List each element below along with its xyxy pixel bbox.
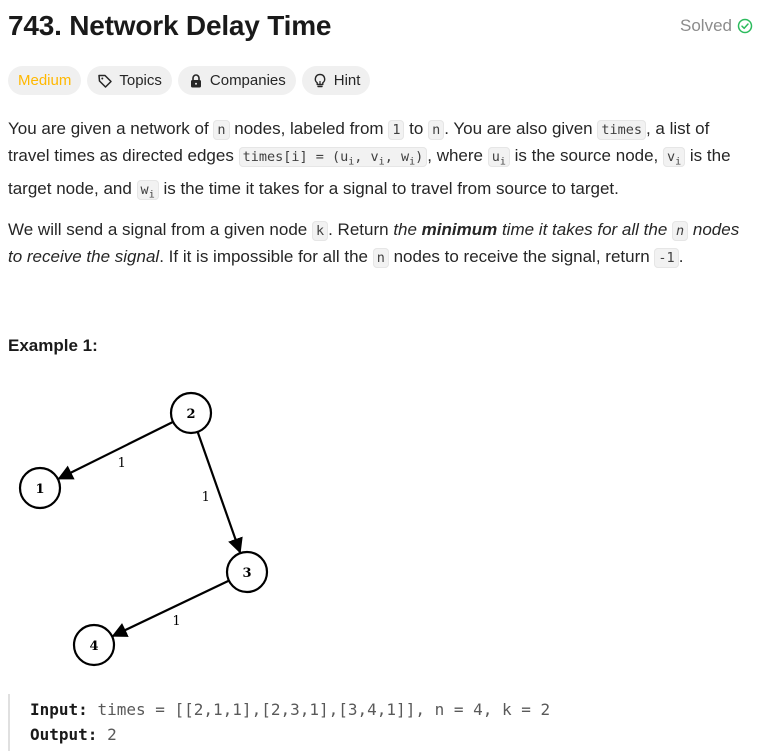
edge-weight-label: 1 — [202, 490, 210, 505]
hint-button[interactable]: Hint — [301, 66, 371, 95]
lock-icon — [190, 73, 201, 87]
example-input: Input: times = [[2,1,1],[2,3,1],[3,4,1]]… — [30, 700, 551, 719]
companies-button[interactable]: Companies — [177, 66, 296, 95]
inline-code: n — [428, 120, 445, 140]
inline-code: 1 — [388, 120, 405, 140]
difficulty-label: Medium — [18, 72, 72, 89]
lightbulb-icon — [314, 73, 326, 87]
tag-icon — [98, 74, 113, 88]
companies-label: Companies — [209, 72, 286, 89]
problem-description: You are given a network of n nodes, labe… — [8, 116, 753, 280]
node-label: 3 — [242, 566, 251, 581]
example-graph: 1 1 1 1 2 3 4 — [18, 391, 269, 667]
node-label: 2 — [186, 407, 195, 422]
node-label: 4 — [89, 639, 98, 654]
example-title: Example 1: — [8, 336, 98, 355]
edge-weight-label: 1 — [172, 614, 180, 629]
difficulty-badge[interactable]: Medium — [8, 66, 82, 95]
example-output: Output: 2 — [30, 725, 117, 744]
title-row: 743. Network Delay Time Solved — [8, 8, 753, 48]
check-circle-icon — [737, 18, 753, 34]
graph-node — [225, 550, 269, 594]
problem-title: 743. Network Delay Time — [8, 10, 332, 41]
inline-code: -1 — [654, 248, 679, 269]
edge-weight-label: 1 — [118, 456, 126, 471]
inline-code: k — [311, 221, 329, 242]
solved-status: Solved — [680, 16, 753, 36]
hint-label: Hint — [333, 72, 361, 89]
graph-edge — [196, 431, 243, 554]
topics-button[interactable]: Topics — [87, 66, 172, 95]
inline-code: times[i] = (ui, vi, wi) — [238, 147, 428, 168]
tag-row: Medium Topics Companies Hint — [8, 66, 371, 95]
inline-code: n — [672, 221, 689, 242]
inline-code: vi — [663, 147, 686, 168]
inline-code: n — [372, 248, 389, 269]
graph-node — [18, 466, 62, 510]
description-paragraph-1: You are given a network of n nodes, labe… — [8, 119, 731, 201]
graph-node — [169, 391, 213, 435]
graph-edge — [111, 579, 230, 637]
inline-code: ui — [487, 147, 510, 168]
inline-code: wi — [136, 179, 159, 200]
inline-code: times — [597, 120, 646, 140]
description-paragraph-2: We will send a signal from a given node … — [8, 220, 740, 269]
solved-label: Solved — [680, 16, 732, 35]
node-label: 1 — [35, 482, 44, 497]
example-io-block: Input: times = [[2,1,1],[2,3,1],[3,4,1]]… — [8, 694, 753, 751]
graph-edge — [57, 420, 174, 480]
topics-label: Topics — [119, 72, 162, 89]
inline-code: n — [213, 120, 230, 140]
graph-node — [72, 623, 116, 667]
